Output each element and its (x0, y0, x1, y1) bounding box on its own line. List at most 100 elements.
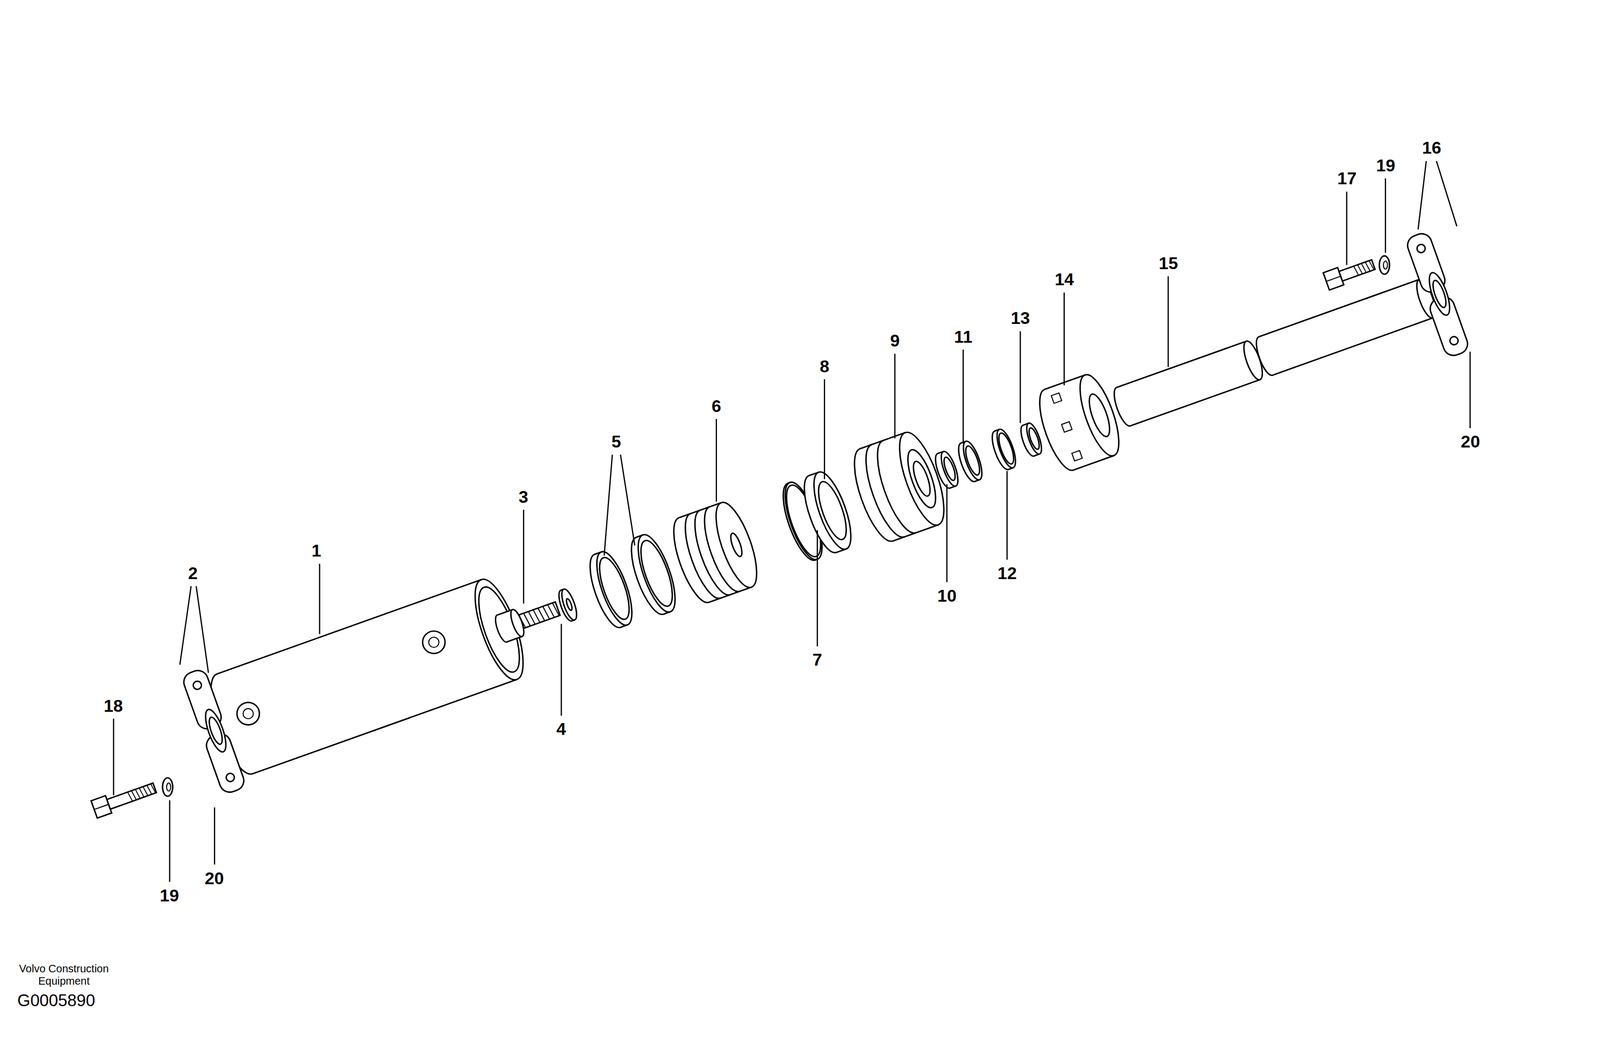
leader-line (1346, 191, 1348, 266)
leader-line (169, 800, 171, 883)
seal (941, 456, 958, 483)
thread (139, 787, 145, 799)
callout-number: 15 (1158, 253, 1179, 274)
leader-line (1006, 471, 1008, 561)
clamp (1425, 270, 1454, 318)
thread (131, 790, 137, 801)
leader-line (620, 454, 635, 546)
gland-nut (1044, 375, 1115, 471)
barrel (217, 579, 482, 674)
callout-number: 18 (103, 696, 124, 716)
seal (995, 431, 1017, 466)
port-fitting (422, 631, 446, 655)
leader-line (1469, 352, 1471, 429)
gland-nut (1044, 375, 1086, 390)
thread (547, 604, 555, 619)
support-ring (813, 478, 853, 543)
hex-nut (506, 636, 523, 643)
thread (127, 792, 133, 803)
leader-line (213, 807, 215, 865)
clamp (201, 707, 231, 755)
leader-line (962, 349, 964, 444)
bolt (1326, 276, 1341, 282)
piston (707, 498, 765, 593)
leader-line (816, 530, 819, 647)
clamp (1415, 243, 1426, 254)
publisher-note: Volvo Construction Equipment (10, 963, 118, 988)
gland-nut-bore (1085, 391, 1114, 440)
piston-ring (634, 537, 679, 611)
leader-line (946, 484, 948, 583)
callout-number: 17 (1337, 168, 1357, 189)
leader-line (522, 510, 525, 605)
washer (1383, 261, 1388, 270)
callout-number: 5 (611, 432, 622, 452)
callout-number: 16 (1422, 138, 1442, 159)
bolt (91, 779, 159, 819)
clamp (206, 715, 225, 746)
clamp (225, 772, 236, 784)
thread (142, 786, 148, 797)
seal (963, 444, 983, 477)
thread (146, 785, 152, 796)
leader-line (319, 563, 321, 635)
piston-groove (686, 510, 731, 600)
washer (162, 778, 173, 797)
thread (1353, 266, 1359, 277)
callout-number: 2 (188, 563, 198, 584)
thread (1365, 261, 1370, 272)
thread (1361, 262, 1367, 274)
seal (993, 427, 1020, 471)
piston-groove (677, 513, 721, 604)
callout-number: 8 (819, 356, 830, 377)
port-fitting (428, 637, 440, 648)
thread (150, 783, 156, 794)
wiper (1027, 427, 1042, 451)
figure-code: G0005890 (17, 991, 96, 1011)
nut-notch (1071, 450, 1082, 462)
piston-ring (593, 554, 635, 623)
leader-line (1418, 161, 1427, 230)
leader-line (560, 623, 562, 716)
nut-notch (1051, 392, 1062, 404)
thread (1368, 260, 1374, 271)
callout-number: 4 (556, 719, 566, 740)
thread (552, 602, 560, 617)
piston-rod (1116, 341, 1261, 427)
hex-nut (508, 608, 527, 639)
piston-rod (1130, 379, 1260, 427)
callout-number: 12 (997, 563, 1017, 584)
leader-lines (113, 161, 1470, 883)
leader-line (894, 354, 896, 440)
piston-rod (1272, 318, 1433, 376)
port-fitting (237, 702, 260, 726)
leader-line (604, 454, 613, 556)
callout-number: 13 (1010, 308, 1031, 329)
piston-bore (728, 532, 745, 558)
barrel (217, 579, 518, 774)
callout-number: 3 (518, 486, 529, 507)
barrel (465, 574, 534, 686)
washer (1379, 255, 1390, 275)
exploded-parts (181, 231, 1471, 796)
leader-line (1385, 178, 1387, 254)
barrel (252, 679, 517, 774)
gland-nut (1072, 370, 1128, 461)
port-fitting (242, 708, 254, 720)
thread (533, 609, 541, 624)
piston-rod (1258, 279, 1433, 376)
clamp (191, 680, 203, 691)
callout-number: 6 (711, 396, 722, 416)
gland-bore (909, 459, 934, 499)
piston-rod (1258, 279, 1419, 337)
callout-number: 7 (812, 650, 823, 671)
bolt (1338, 260, 1375, 282)
callout-number: 19 (159, 885, 179, 906)
washer (166, 783, 171, 792)
callout-number: 10 (937, 585, 957, 606)
callout-number: 20 (204, 868, 225, 889)
gland-groove (856, 445, 905, 543)
leader-line (715, 419, 717, 502)
callout-number: 20 (1460, 432, 1481, 452)
thread (523, 612, 531, 627)
